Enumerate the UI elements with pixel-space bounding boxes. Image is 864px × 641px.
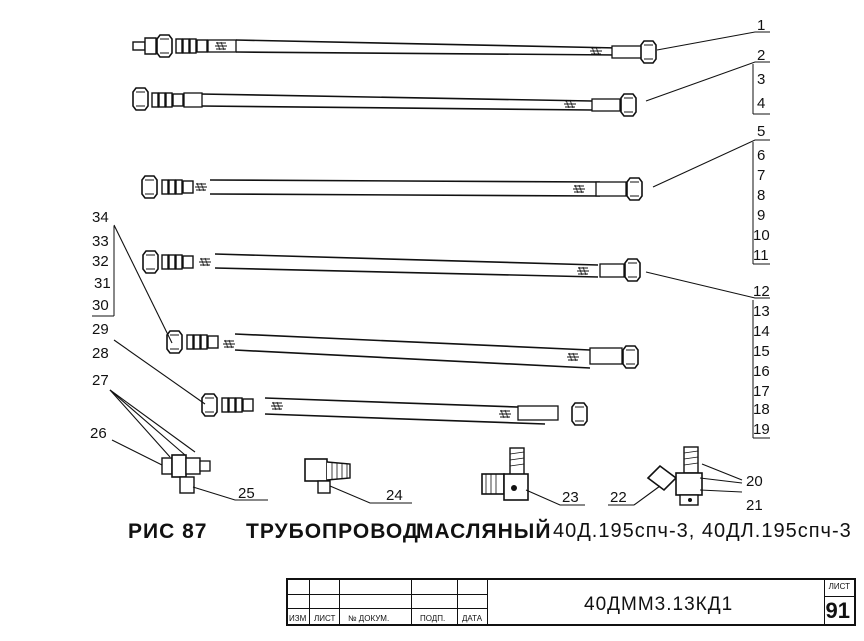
elbow-fitting-24: [304, 458, 351, 494]
tb-sheet-line: [825, 596, 854, 597]
document-code: 40ДММ3.13КД1: [584, 594, 734, 615]
tb-row-line-2: [288, 608, 488, 609]
callout-22: 22: [610, 489, 627, 506]
tee-fitting-23: [481, 447, 529, 501]
callout-16: 16: [753, 363, 770, 380]
callout-23: 23: [562, 489, 579, 506]
callout-13: 13: [753, 303, 770, 320]
tb-col-list: [310, 580, 340, 624]
leader-lines: [109, 31, 770, 506]
tb-col-doc: [340, 580, 412, 624]
callout-stack-left: [92, 226, 115, 317]
callout-24: 24: [386, 487, 403, 504]
tb-row-line-1: [288, 594, 488, 595]
callout-1: 1: [757, 17, 765, 34]
callout-15: 15: [753, 343, 770, 360]
callout-21: 21: [746, 497, 763, 514]
tb-col-date: [458, 580, 488, 624]
tb-sheet-divider: [824, 580, 825, 624]
callout-34: 34: [92, 209, 109, 226]
tee-fitting-20: [646, 446, 703, 506]
elbow-fitting-25: [161, 454, 211, 494]
callout-11: 11: [753, 247, 769, 264]
hose-1: [132, 34, 657, 64]
callout-14: 14: [753, 323, 770, 340]
callout-12: 12: [753, 283, 770, 300]
callout-10: 10: [753, 227, 770, 244]
sheet-label: ЛИСТ: [828, 582, 850, 591]
callout-30: 30: [92, 297, 109, 314]
callout-3: 3: [757, 71, 765, 88]
callout-5: 5: [757, 123, 765, 140]
hose-12: [142, 250, 641, 282]
callout-31: 31: [94, 275, 111, 292]
tb-col-sign: [412, 580, 458, 624]
hose-19: [201, 393, 588, 426]
hose-5: [141, 175, 643, 201]
tb-header-doc: № ДОКУМ.: [348, 614, 390, 623]
tb-header-date: ДАТА: [462, 614, 483, 623]
tb-header-list: ЛИСТ: [314, 614, 336, 623]
callout-33: 33: [92, 233, 109, 250]
callout-numbers: 1 2 3 4 5 6 7 8 9 10 11 12 13 14 15 16 1…: [90, 17, 770, 514]
callout-17: 17: [753, 383, 770, 400]
callout-2: 2: [757, 47, 765, 64]
tb-header-sign: ПОДП.: [420, 614, 446, 623]
figure-models: 40Д.195спч-3, 40ДЛ.195спч-3: [553, 520, 852, 542]
callout-19: 19: [753, 421, 770, 438]
callout-26: 26: [90, 425, 107, 442]
figure-title-2: МАСЛЯНЫЙ: [416, 520, 552, 543]
tb-col-izm: [288, 580, 310, 624]
title-block: ИЗМ ЛИСТ № ДОКУМ. ПОДП. ДАТА 40ДММ3.13КД…: [286, 578, 856, 626]
callout-18: 18: [753, 401, 770, 418]
callout-28: 28: [92, 345, 109, 362]
callout-32: 32: [92, 253, 109, 270]
hose-2: [132, 87, 637, 117]
callout-27: 27: [92, 372, 109, 389]
callout-6: 6: [757, 147, 765, 164]
sheet-number: 91: [825, 598, 850, 623]
callout-stack-right: [752, 64, 770, 439]
callout-9: 9: [757, 207, 765, 224]
figure-title: ТРУБОПРОВОД: [246, 520, 419, 543]
callout-8: 8: [757, 187, 765, 204]
figure-number: РИС 87: [128, 520, 208, 543]
callout-20: 20: [746, 473, 763, 490]
callout-29: 29: [92, 321, 109, 338]
hose-13: [166, 330, 639, 369]
callout-4: 4: [757, 95, 765, 112]
callout-25: 25: [238, 485, 255, 502]
callout-7: 7: [757, 167, 765, 184]
tb-header-izm: ИЗМ: [289, 614, 307, 623]
